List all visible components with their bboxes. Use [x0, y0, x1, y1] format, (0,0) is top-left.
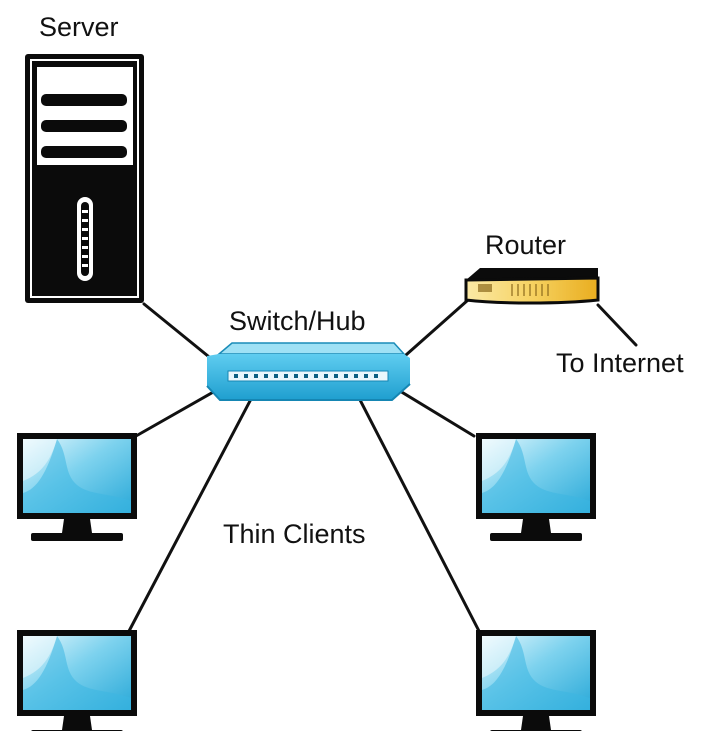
- thin-clients-label: Thin Clients: [223, 519, 366, 549]
- router-label: Router: [485, 230, 567, 260]
- link-switch-client-bottom-right: [338, 359, 482, 635]
- thin-client-monitor-icon: [17, 433, 137, 541]
- thin-client-monitor-icon: [476, 630, 596, 731]
- thin-client-monitor-icon: [476, 433, 596, 541]
- router-icon: [464, 268, 600, 305]
- switch-hub-label: Switch/Hub: [229, 306, 366, 336]
- link-router-internet: [596, 303, 638, 347]
- thin-client-monitor-icon: [17, 630, 137, 731]
- switch-hub-icon: [206, 342, 411, 401]
- server-label: Server: [39, 12, 119, 42]
- server-icon: [25, 54, 144, 303]
- link-switch-client-bottom-left: [126, 359, 273, 635]
- to-internet-label: To Internet: [556, 348, 684, 378]
